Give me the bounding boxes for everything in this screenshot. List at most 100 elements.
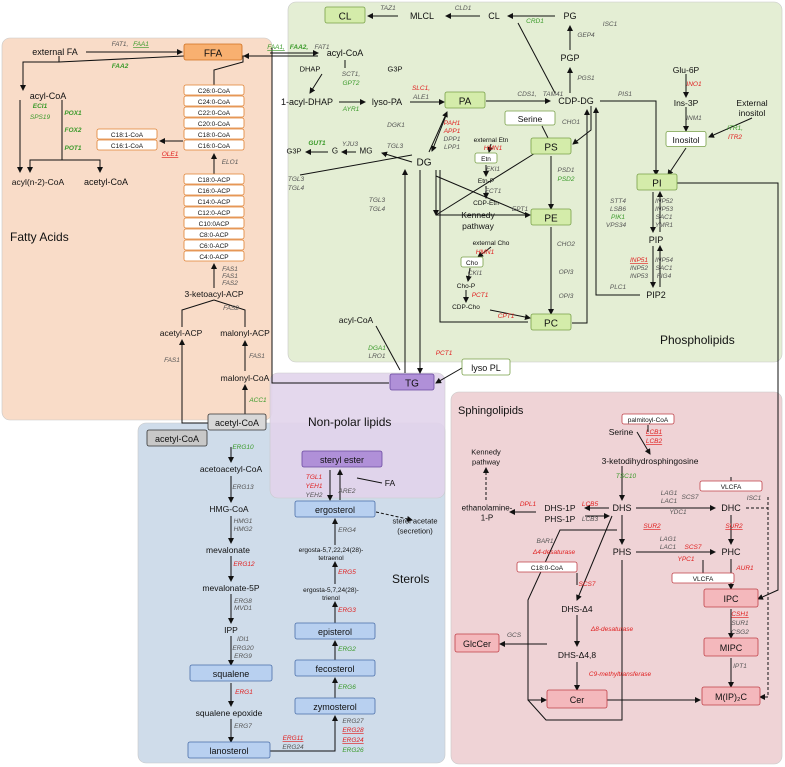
gene-label: ERG6 [338, 684, 356, 691]
gene-label: FAA1, [267, 44, 285, 51]
gene-label: INP53 [655, 206, 673, 213]
metabolite-label: CL [339, 11, 352, 22]
node-box [621, 413, 675, 425]
gene-label: HMG2 [234, 526, 253, 533]
gene-label: SLC1, [412, 85, 430, 92]
gene-label: ITR2 [728, 134, 742, 141]
metabolite-label: G [332, 147, 338, 156]
gene-label: PSD2 [558, 176, 575, 183]
metabolite-label: pathway [462, 221, 494, 231]
metabolite-label: acetyl-CoA [215, 418, 259, 428]
gene-label: OPI3 [559, 269, 574, 276]
node-box [183, 139, 245, 151]
node-box [530, 137, 572, 155]
metabolite-label: acetyl-CoA [84, 177, 128, 187]
sphingolipids-title: Sphingolipids [458, 405, 524, 417]
metabolite-label: mevalonate [206, 545, 250, 555]
metabolite-label: C22:0-CoA [198, 110, 231, 117]
gene-label: LCB5 [582, 501, 599, 508]
gene-label: SCT1, [342, 71, 361, 78]
node-box [460, 256, 484, 268]
gene-label: PLC1 [610, 284, 627, 291]
gene-label: SCS7 [579, 581, 596, 588]
gene-label: AUR1 [735, 565, 754, 572]
gene-label: CHO2 [557, 241, 575, 248]
non-polar-lipids-region [269, 372, 446, 499]
gene-label: OLE1 [162, 151, 179, 158]
node-box [146, 429, 208, 447]
metabolite-label: PIP [649, 235, 664, 245]
gene-label: SCS7 [685, 544, 702, 551]
node-box [183, 84, 245, 96]
metabolite-label: ergosta-5,7,22,24(28)- [299, 547, 364, 554]
metabolite-label: FFA [204, 48, 223, 59]
metabolite-label: External [736, 98, 767, 108]
node-box [183, 217, 245, 229]
gene-label: CRD1 [526, 18, 544, 25]
metabolite-label: C6:0-ACP [199, 243, 228, 250]
gene-label: GEP4 [577, 32, 595, 39]
gene-label: ERG3 [338, 607, 356, 614]
metabolite-label: MG [360, 147, 373, 156]
gene-label: YEH1 [306, 483, 323, 490]
metabolite-label: Kennedy [461, 210, 495, 220]
gene-label: DGK1 [387, 122, 405, 129]
gene-label: ELO1 [222, 159, 239, 166]
gene-label: IDI1 [237, 636, 249, 643]
node-box [183, 195, 245, 207]
node-box [189, 664, 273, 682]
metabolite-label: C20:0-CoA [198, 121, 231, 128]
sterols-title: Sterols [392, 572, 429, 586]
gene-label: CDS1, [517, 91, 536, 98]
metabolite-label: malonyl-CoA [221, 373, 270, 383]
gene-label: ERG7 [234, 723, 252, 730]
node-box [474, 152, 498, 164]
gene-label: INP52 [630, 265, 648, 272]
metabolite-label: VLCFA [721, 484, 742, 491]
node-box [187, 741, 271, 759]
metabolite-label: Glu-6P [673, 65, 700, 75]
node-box [324, 6, 366, 24]
metabolite-label: Serine [518, 114, 543, 124]
metabolite-label: squalene [213, 669, 250, 679]
gene-label: PIS1 [618, 91, 632, 98]
node-box [389, 373, 435, 391]
metabolite-label: acetoacetyl-CoA [200, 464, 263, 474]
gene-label: PGS1 [577, 75, 595, 82]
node-box [294, 659, 376, 677]
gene-label: ISC1 [747, 495, 762, 502]
gene-label: TSC10 [616, 473, 637, 480]
gene-label: LSB6 [610, 206, 626, 213]
metabolite-label: DHAP [300, 64, 321, 73]
gene-label: DPP1 [444, 136, 461, 143]
metabolite-label: DHS-Δ4,8 [558, 650, 597, 660]
node-box [665, 131, 707, 147]
gene-label: SCS7 [682, 494, 699, 501]
gene-labels: FAT1,FAA1FAA2ECI1SPS19POX1FOX2POT1OLE1EL… [30, 5, 762, 754]
metabolite-label: pathway [472, 457, 500, 466]
gene-label: ISC1 [603, 21, 618, 28]
metabolite-label: 1-acyl-DHAP [281, 97, 333, 107]
gene-label: Δ4-desaturase [532, 549, 576, 556]
phospholipids-title: Phospholipids [660, 333, 735, 347]
gene-label: TAM41 [543, 91, 564, 98]
metabolite-label: Inositol [673, 135, 700, 145]
gene-label: ERG8 [234, 598, 252, 605]
gene-label: Δ8-desaturase [590, 626, 634, 633]
metabolite-label: Cho [466, 260, 478, 267]
node-box [699, 480, 763, 492]
gene-label: SAC1 [656, 214, 673, 221]
gene-label: LRO1 [369, 353, 386, 360]
metabolite-label: acetyl-CoA [155, 434, 199, 444]
gene-label: ERG26 [342, 747, 364, 754]
metabolite-label: PE [544, 213, 558, 224]
metabolite-label: Cer [570, 695, 585, 705]
metabolite-label: Etn-P [478, 178, 494, 185]
node-box [96, 128, 158, 140]
metabolite-label: lyso-PA [372, 97, 402, 107]
non-polar-lipids-title: Non-polar lipids [308, 415, 391, 429]
metabolite-label: IPP [224, 625, 238, 635]
node-box [96, 139, 158, 151]
gene-label: MVD1 [234, 605, 252, 612]
gene-label: TGL1 [306, 474, 323, 481]
